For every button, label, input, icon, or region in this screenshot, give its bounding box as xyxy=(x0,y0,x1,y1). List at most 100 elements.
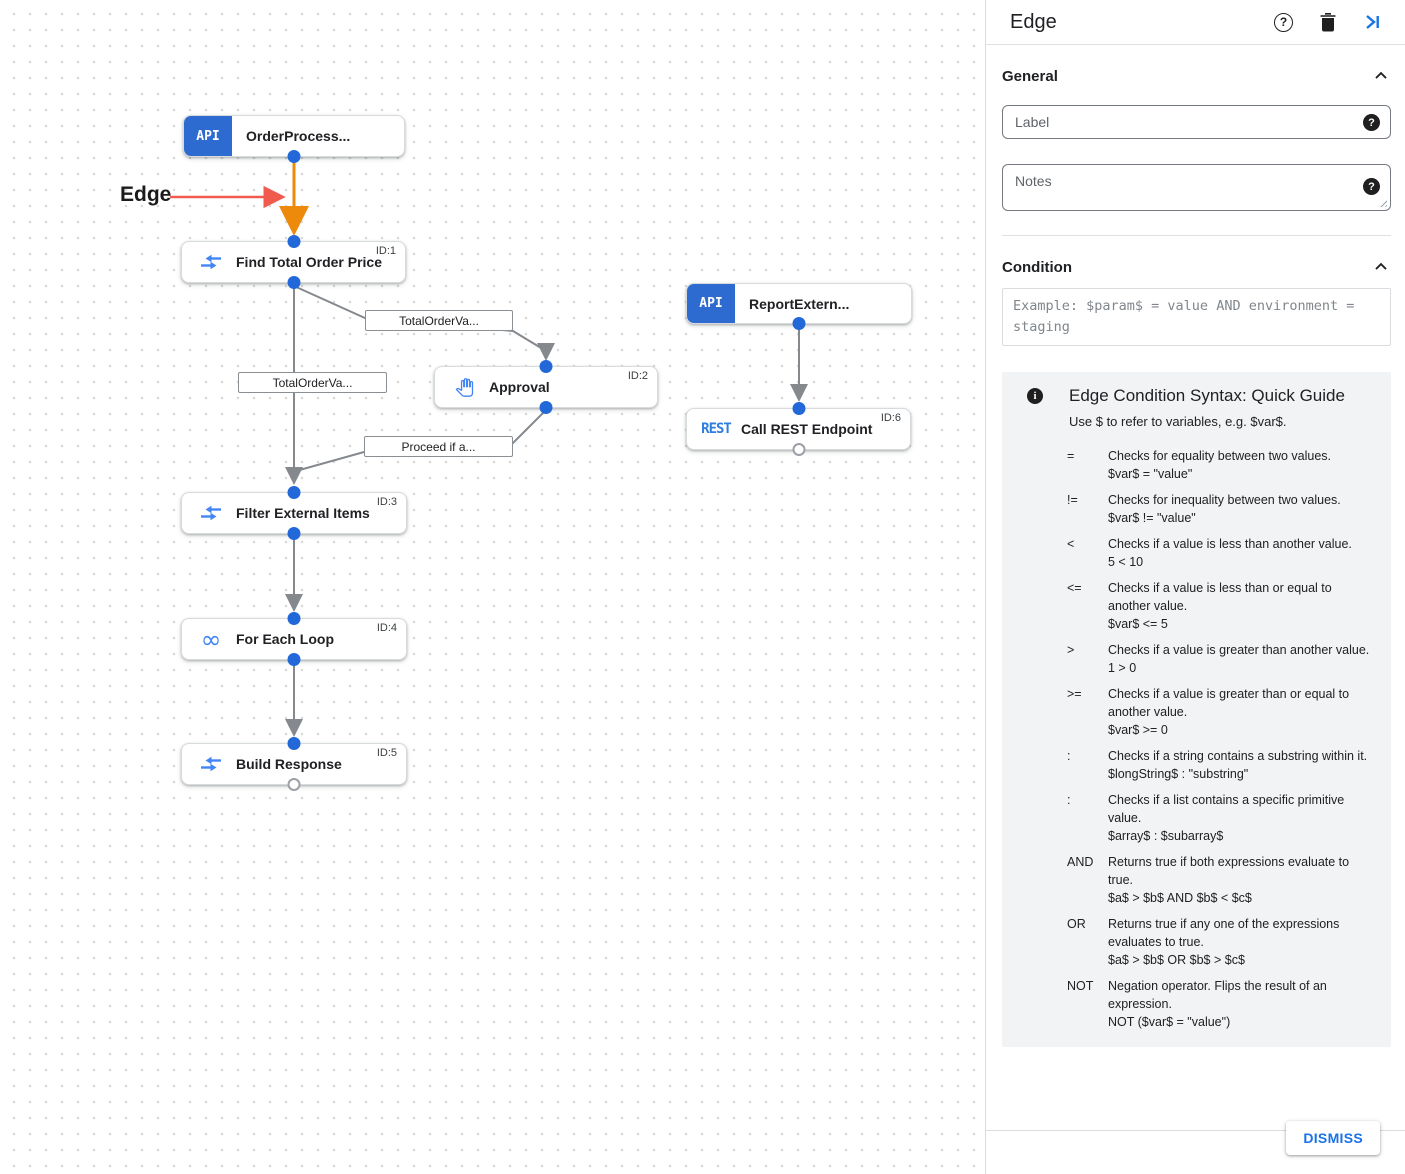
guide-rows: =Checks for equality between two values.… xyxy=(1067,447,1377,1031)
edge-label-totalorderva-filter[interactable]: TotalOrderVa... xyxy=(238,372,387,393)
guide-description: Returns true if both expressions evaluat… xyxy=(1108,855,1350,887)
textarea-resize-handle[interactable] xyxy=(1378,198,1387,207)
label-field-wrap: ? xyxy=(1002,105,1391,139)
guide-row: :Checks if a string contains a substring… xyxy=(1067,747,1377,783)
output-port[interactable] xyxy=(287,276,300,289)
panel-body: General ? ? Condition xyxy=(986,61,1405,1047)
label-help-icon[interactable]: ? xyxy=(1363,114,1380,131)
chevron-up-icon[interactable] xyxy=(1371,257,1391,277)
output-port[interactable] xyxy=(792,443,805,456)
guide-row: <=Checks if a value is less than or equa… xyxy=(1067,579,1377,633)
condition-syntax-guide: i Edge Condition Syntax: Quick Guide Use… xyxy=(1002,372,1391,1047)
input-port[interactable] xyxy=(539,360,553,373)
node-title: Find Total Order Price xyxy=(236,254,382,270)
condition-input[interactable] xyxy=(1003,289,1390,345)
data-mapping-icon xyxy=(201,254,221,270)
collapse-panel-icon[interactable] xyxy=(1363,13,1381,31)
output-port[interactable] xyxy=(287,150,301,163)
delete-icon[interactable] xyxy=(1319,12,1337,32)
input-port[interactable] xyxy=(287,235,300,248)
condition-section-title: Condition xyxy=(1002,258,1072,276)
edge-label-totalorderva-approval[interactable]: TotalOrderVa... xyxy=(365,310,513,331)
guide-row: >Checks if a value is greater than anoth… xyxy=(1067,641,1377,677)
rest-icon: REST xyxy=(701,421,732,437)
api-trigger-icon: API xyxy=(687,284,735,323)
guide-operator: < xyxy=(1067,537,1075,551)
section-general[interactable]: General xyxy=(1002,61,1391,91)
guide-example: $longString$ : "substring" xyxy=(1108,767,1249,781)
node-title: Approval xyxy=(489,379,550,395)
guide-example: $var$ >= 0 xyxy=(1108,723,1168,737)
node-id-label: ID:5 xyxy=(376,747,397,759)
guide-description: Returns true if any one of the expressio… xyxy=(1108,917,1340,949)
guide-description: Checks if a value is less than or equal … xyxy=(1108,581,1332,613)
guide-row: =Checks for equality between two values.… xyxy=(1067,447,1377,483)
guide-example: $array$ : $subarray$ xyxy=(1108,829,1224,843)
guide-intro: Use $ to refer to variables, e.g. $var$. xyxy=(1069,414,1287,429)
edges-layer xyxy=(170,159,808,737)
output-port[interactable] xyxy=(287,527,301,540)
guide-operator: NOT xyxy=(1067,979,1094,993)
notes-input[interactable] xyxy=(1003,165,1390,210)
section-condition[interactable]: Condition xyxy=(1002,252,1391,282)
data-mapping-icon xyxy=(201,505,221,521)
output-port[interactable] xyxy=(792,317,806,330)
guide-description: Checks if a value is greater than anothe… xyxy=(1108,643,1370,657)
notes-help-icon[interactable]: ? xyxy=(1363,178,1380,195)
guide-operator: OR xyxy=(1067,917,1086,931)
output-port[interactable] xyxy=(287,653,301,666)
guide-row: NOT Negation operator. Flips the result o… xyxy=(1067,977,1377,1031)
node-id-label: ID:1 xyxy=(375,245,396,257)
node-id-label: ID:6 xyxy=(880,412,901,424)
guide-row: AND Returns true if both expressions eval… xyxy=(1067,853,1377,907)
input-port[interactable] xyxy=(287,737,301,750)
node-title: Filter External Items xyxy=(236,505,370,521)
output-port[interactable] xyxy=(539,401,553,414)
guide-row: >= Checks if a value is greater than or e… xyxy=(1067,685,1377,739)
guide-example: 1 > 0 xyxy=(1108,661,1137,675)
flow-canvas[interactable]: Edge API OrderProcess... Find Total Order… xyxy=(0,0,985,1174)
notes-field-wrap: ? xyxy=(1002,164,1391,211)
guide-description: Checks if a value is greater than or equ… xyxy=(1108,687,1350,719)
guide-operator: AND xyxy=(1067,855,1094,869)
input-port[interactable] xyxy=(792,402,805,415)
approval-hand-icon xyxy=(455,377,473,397)
panel-title: Edge xyxy=(1010,10,1057,33)
node-title: OrderProcess... xyxy=(246,128,351,144)
input-port[interactable] xyxy=(287,612,301,625)
label-input[interactable] xyxy=(1003,106,1390,138)
guide-row: :Checks if a list contains a specific pr… xyxy=(1067,791,1377,845)
guide-description: Checks if a string contains a substring … xyxy=(1108,749,1368,763)
guide-description: Checks for inequality between two values… xyxy=(1108,493,1341,507)
node-title: Build Response xyxy=(236,756,342,772)
panel-header: Edge ? xyxy=(986,0,1405,45)
dismiss-button[interactable]: DISMISS xyxy=(1286,1121,1380,1155)
guide-operator: >= xyxy=(1067,687,1082,701)
edge-findtotal-to-approval[interactable] xyxy=(293,285,555,361)
condition-field-wrap xyxy=(1002,288,1391,346)
guide-description: Checks for equality between two values. xyxy=(1108,449,1332,463)
guide-row: <Checks if a value is less than another … xyxy=(1067,535,1377,571)
edge-label-proceed-if[interactable]: Proceed if a... xyxy=(364,436,513,457)
annotation-edge-label: Edge xyxy=(120,183,172,206)
input-port[interactable] xyxy=(287,486,301,499)
node-build-response[interactable]: Build Response ID:5 xyxy=(181,737,407,791)
guide-description: Negation operator. Flips the result of a… xyxy=(1108,979,1327,1011)
guide-example: $var$ != "value" xyxy=(1108,511,1196,525)
help-icon[interactable]: ? xyxy=(1274,12,1293,32)
output-port[interactable] xyxy=(287,778,301,791)
node-title: For Each Loop xyxy=(236,631,334,647)
guide-example: NOT ($var$ = "value") xyxy=(1108,1015,1231,1029)
data-mapping-icon xyxy=(201,756,221,772)
guide-description: Checks if a list contains a specific pri… xyxy=(1108,793,1345,825)
node-orderprocess-trigger[interactable]: API OrderProcess... xyxy=(183,115,405,163)
api-trigger-icon: API xyxy=(184,116,232,156)
chevron-up-icon[interactable] xyxy=(1371,66,1391,86)
